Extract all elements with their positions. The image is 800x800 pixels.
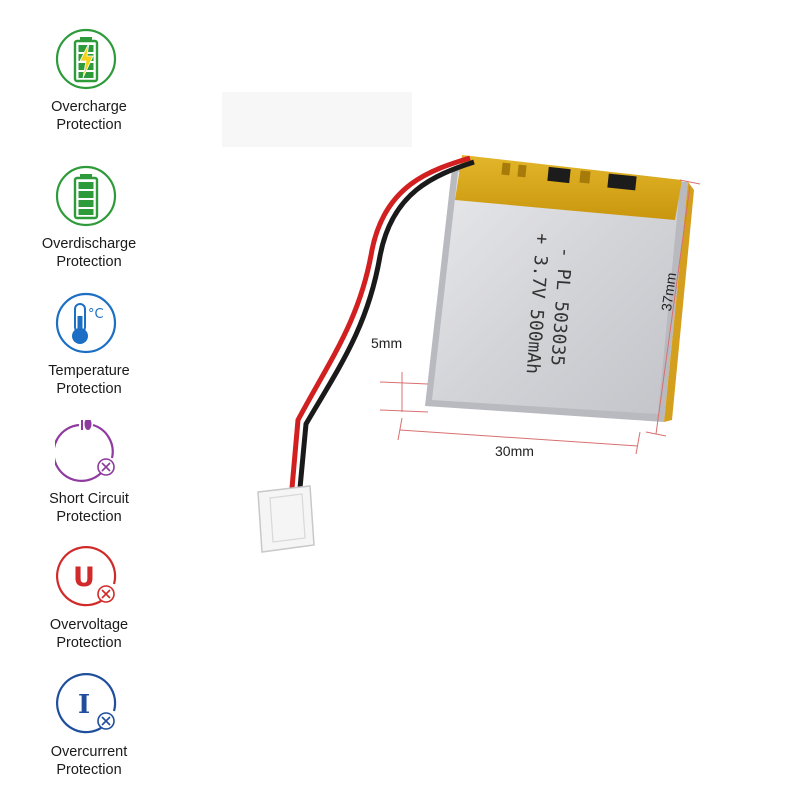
pcb-tape [455, 155, 682, 220]
battery-full-icon [55, 165, 117, 227]
current-letter: I [78, 690, 90, 720]
feature-label: Overcharge Protection [0, 98, 178, 134]
feature-title: Overvoltage [49, 617, 129, 633]
voltage-icon: U [56, 546, 117, 607]
width-dimension: 30mm [495, 443, 534, 459]
watermark-area [222, 92, 412, 147]
temperature-unit: °C [88, 307, 104, 322]
feature-title: Overdischarge [41, 236, 137, 252]
battery-cell [425, 155, 694, 422]
feature-title: Overcurrent [50, 744, 128, 760]
feature-title: Temperature [48, 363, 130, 379]
dimension-lines [379, 179, 701, 455]
short-circuit-icon [55, 420, 115, 482]
pcb-chip [547, 166, 571, 184]
pcb-chip [607, 173, 637, 191]
feature-subtitle: Protection [56, 635, 122, 651]
battery-charging-icon [55, 28, 117, 90]
feature-subtitle: Protection [56, 117, 122, 133]
feature-subtitle: Protection [56, 762, 122, 778]
feature-title: Short Circuit [49, 491, 129, 507]
thermometer-icon: °C [55, 292, 117, 354]
feature-title: Overcharge [51, 99, 127, 115]
black-wire [297, 159, 475, 489]
feature-label: Overvoltage Protection [0, 616, 178, 652]
voltage-letter: U [73, 562, 95, 593]
current-icon: I [56, 673, 117, 734]
feature-label: Overdischarge Protection [0, 235, 178, 271]
thickness-dimension: 5mm [371, 335, 403, 351]
feature-subtitle: Protection [56, 509, 122, 525]
feature-label: Short Circuit Protection [0, 490, 178, 526]
feature-label: Temperature Protection [0, 362, 178, 398]
red-wire [289, 155, 471, 489]
feature-subtitle: Protection [56, 381, 122, 397]
feature-label: Overcurrent Protection [0, 743, 178, 779]
feature-subtitle: Protection [56, 254, 122, 270]
jst-connector [257, 485, 315, 553]
